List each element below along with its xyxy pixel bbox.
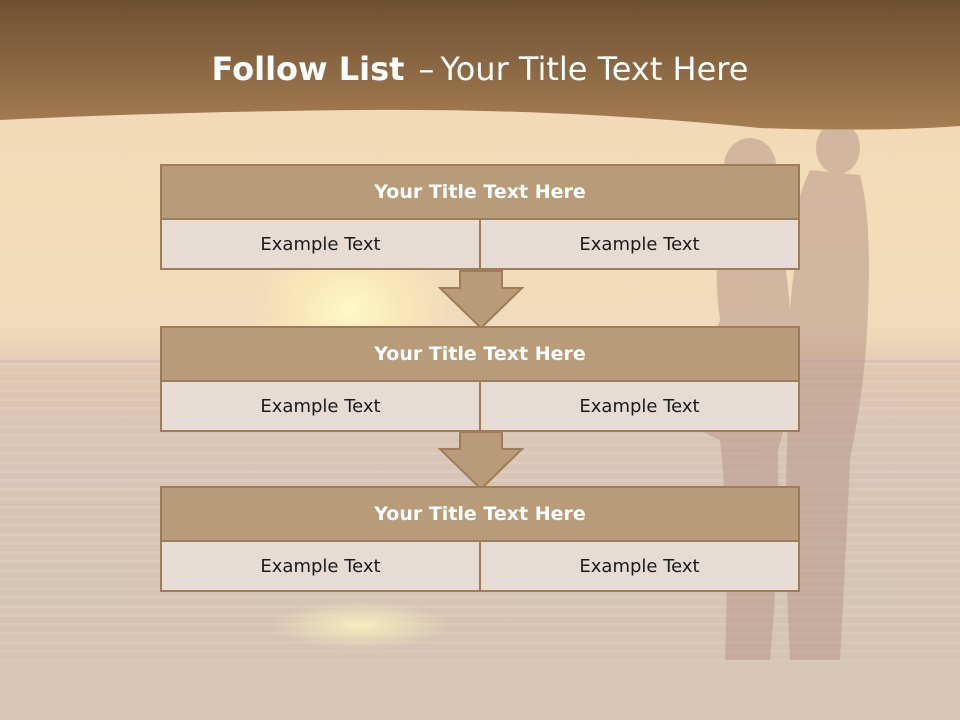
slide-title: Follow List–Your Title Text Here xyxy=(0,50,960,88)
block-cell-left: Example Text xyxy=(160,220,481,270)
block-cell-right: Example Text xyxy=(481,220,800,270)
block-cell-right: Example Text xyxy=(481,382,800,432)
list-block-1: Your Title Text Here Example Text Exampl… xyxy=(160,164,800,270)
list-block-3: Your Title Text Here Example Text Exampl… xyxy=(160,486,800,592)
block-row: Example Text Example Text xyxy=(160,382,800,432)
block-cell-left: Example Text xyxy=(160,382,481,432)
title-separator: – xyxy=(418,50,435,88)
block-title: Your Title Text Here xyxy=(160,326,800,382)
block-cell-left: Example Text xyxy=(160,542,481,592)
block-row: Example Text Example Text xyxy=(160,542,800,592)
block-row: Example Text Example Text xyxy=(160,220,800,270)
down-arrow-icon xyxy=(438,431,524,491)
block-title: Your Title Text Here xyxy=(160,486,800,542)
down-arrow-icon xyxy=(438,270,524,330)
block-title: Your Title Text Here xyxy=(160,164,800,220)
header-band xyxy=(0,0,960,130)
title-rest-part: Your Title Text Here xyxy=(440,50,749,88)
list-block-2: Your Title Text Here Example Text Exampl… xyxy=(160,326,800,432)
block-cell-right: Example Text xyxy=(481,542,800,592)
sun-reflection xyxy=(270,600,450,650)
title-bold-part: Follow List xyxy=(211,50,405,88)
